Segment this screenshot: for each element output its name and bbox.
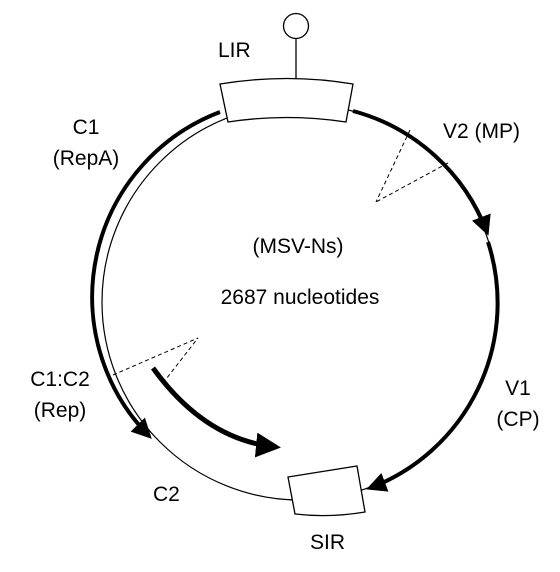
v1-orf-arc <box>366 241 500 492</box>
c1c2-dashed-line-1 <box>112 337 199 376</box>
lir-label: LIR <box>218 39 251 62</box>
stem-loop-icon <box>282 12 310 40</box>
v2-dashed-line-2 <box>375 162 449 203</box>
cp-label: (CP) <box>496 408 539 431</box>
sir-label: SIR <box>310 531 345 554</box>
v2-mp-label: V2 (MP) <box>443 120 520 143</box>
repa-label: (RepA) <box>53 147 120 170</box>
c1-label: C1 <box>73 116 100 139</box>
sir-box <box>287 465 366 517</box>
c2-label: C2 <box>153 483 180 506</box>
lir-box <box>219 77 354 123</box>
c1c2-dashed-line-2 <box>162 337 199 384</box>
genome-length-label: 2687 nucleotides <box>221 286 380 309</box>
c1-orf-arc <box>90 110 221 439</box>
v1-label: V1 <box>505 377 531 400</box>
v2-orf-arc <box>352 109 491 236</box>
c2-inner-arrow <box>150 366 281 458</box>
c1c2-label: C1:C2 <box>30 368 90 391</box>
v2-dashed-line-1 <box>375 129 411 203</box>
rep-label: (Rep) <box>34 399 87 422</box>
genome-name-label: (MSV-Ns) <box>253 235 344 258</box>
